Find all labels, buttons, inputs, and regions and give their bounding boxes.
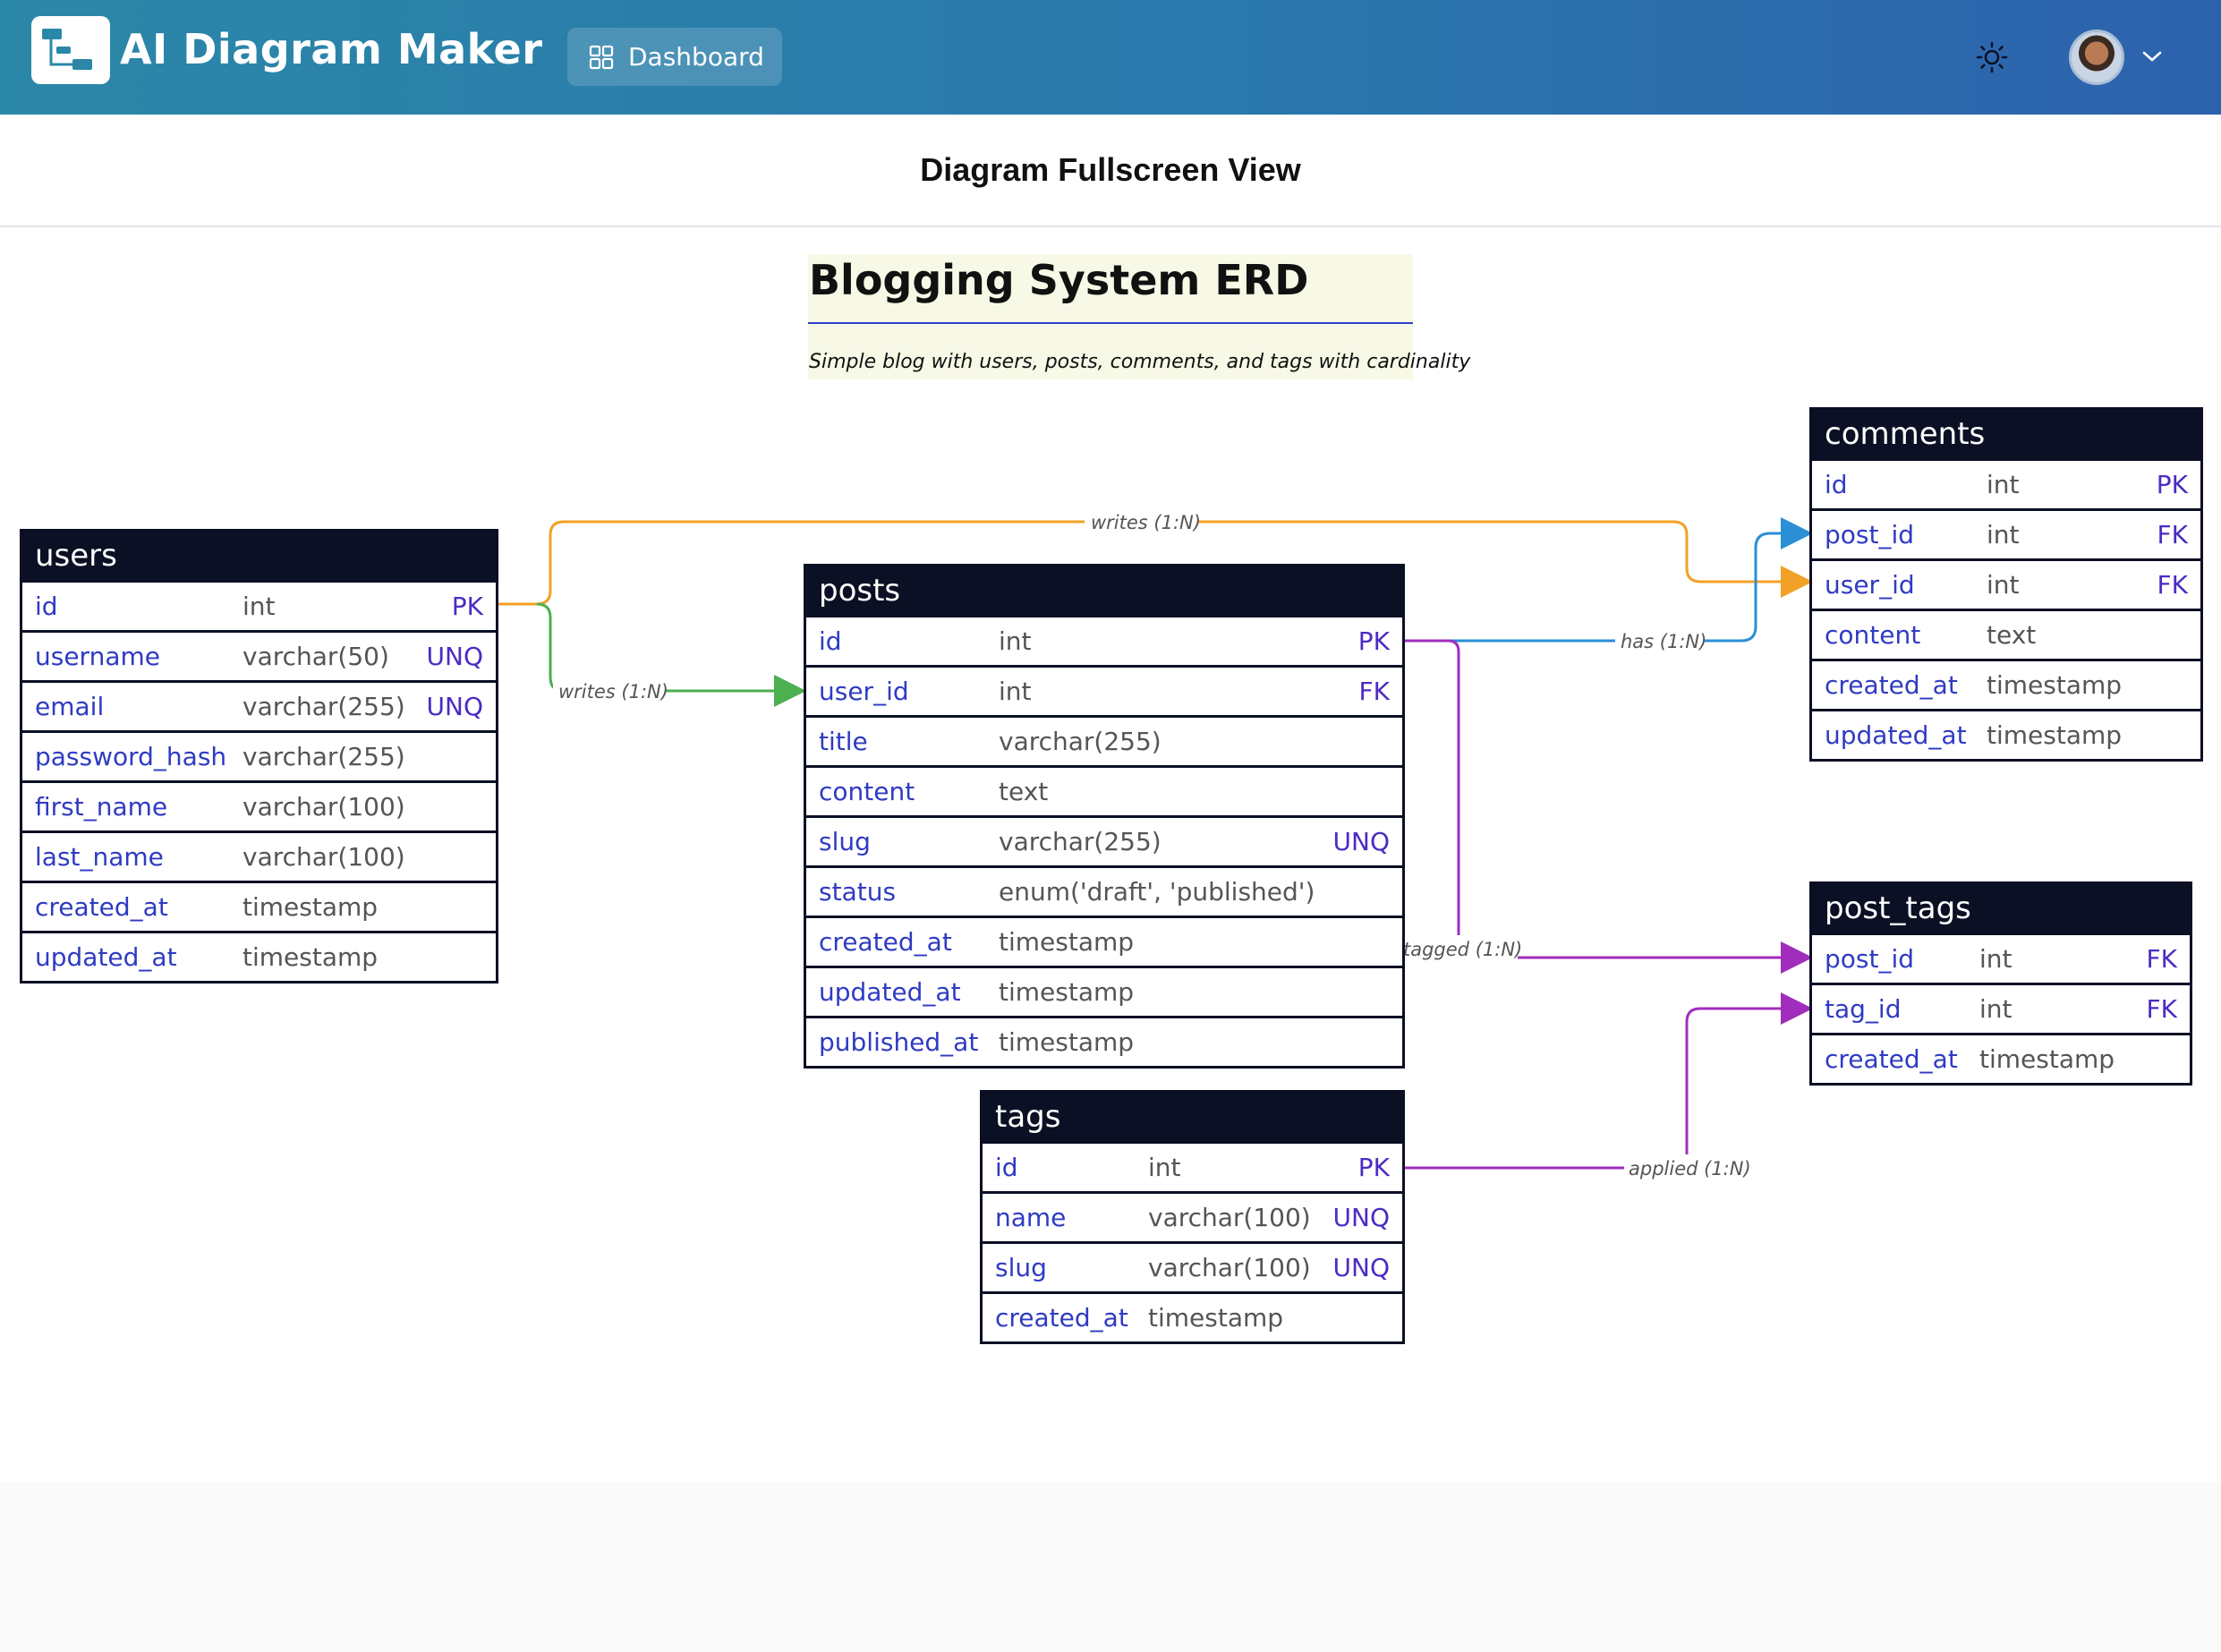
title-divider — [808, 322, 1413, 324]
table-header-comments: comments — [1812, 410, 2200, 458]
top-navigation-bar: AI Diagram Maker Dashboard — [0, 0, 2221, 115]
edge-posts-comments — [1405, 517, 1813, 643]
table-header-users: users — [22, 532, 496, 580]
page-title: Diagram Fullscreen View — [0, 115, 2221, 227]
app-logo-icon[interactable] — [31, 16, 110, 84]
table-header-posts: posts — [806, 566, 1402, 615]
page-title-text: Diagram Fullscreen View — [920, 151, 1301, 188]
edge-label-applied: applied (1:N) — [1629, 1158, 1751, 1179]
diagram-subtitle: Simple blog with users, posts, comments,… — [809, 351, 1471, 373]
table-header-tags: tags — [983, 1093, 1402, 1141]
sun-theme-toggle-icon[interactable] — [1976, 41, 2008, 73]
edge-tags-post-tags — [1405, 992, 1813, 1170]
grid-icon — [589, 45, 614, 69]
diagram-title: Blogging System ERD — [809, 256, 1309, 304]
edge-label-writes-comments: writes (1:N) — [1091, 512, 1201, 533]
app-title[interactable]: AI Diagram Maker — [120, 25, 543, 73]
dashboard-label: Dashboard — [628, 42, 764, 72]
table-header-post-tags: post_tags — [1812, 884, 2190, 932]
edge-label-tagged: tagged (1:N) — [1403, 939, 1522, 960]
edge-label-writes-posts: writes (1:N) — [558, 681, 668, 703]
chevron-down-icon[interactable] — [2140, 47, 2164, 65]
canvas-footer — [0, 1482, 2221, 1652]
dashboard-button[interactable]: Dashboard — [567, 28, 782, 86]
edge-posts-post-tags — [1405, 639, 1813, 974]
edge-label-has: has (1:N) — [1621, 631, 1706, 652]
diagram-title-block — [808, 254, 1413, 379]
user-avatar[interactable] — [2069, 30, 2124, 85]
